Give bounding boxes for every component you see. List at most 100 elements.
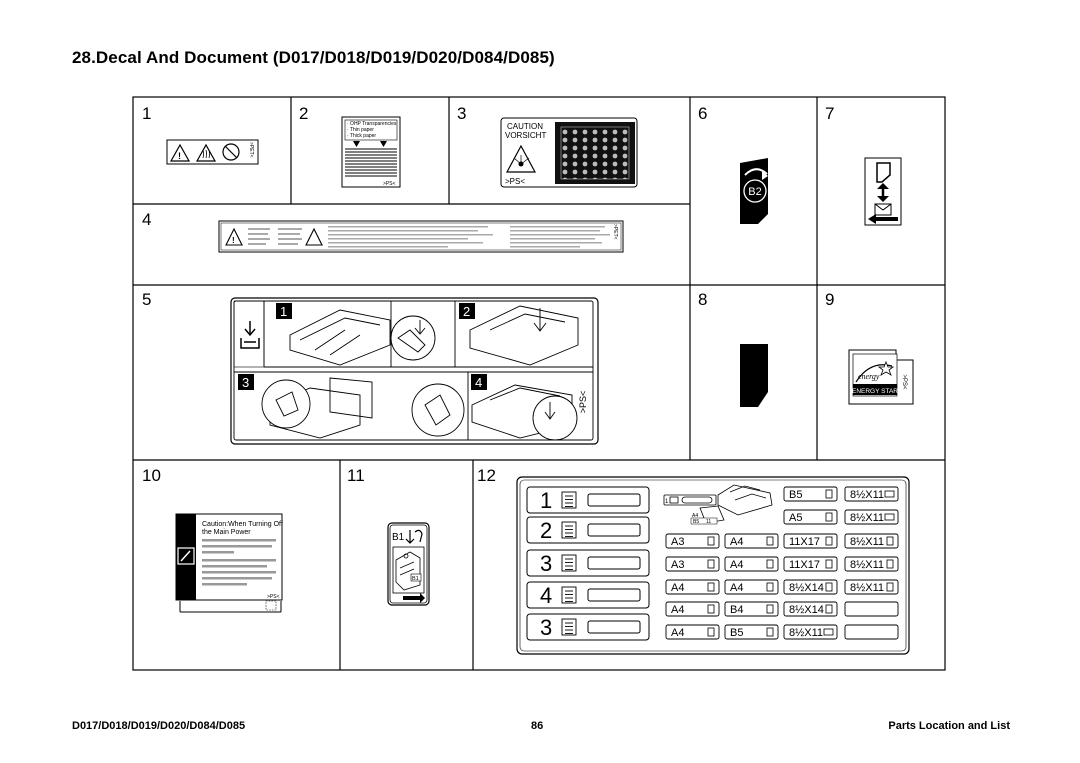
ps-mark: >PS< (267, 594, 280, 600)
paper-orientation-icon (886, 559, 894, 569)
paper-size-label: 11X17 (789, 536, 820, 548)
decal-10-line-1: Caution:When Turning Off (202, 521, 283, 528)
paper-size-label: 8½X11 (850, 582, 884, 594)
decal-8-black-tab (740, 344, 768, 407)
paper-size-cell: A5 (783, 509, 838, 525)
svg-text:!: ! (178, 151, 181, 161)
paper-size-label: 8½X11 (850, 559, 884, 571)
paper-size-label: A3 (671, 536, 684, 548)
mini-size-b5: B5 (693, 519, 699, 525)
tray-icon (561, 491, 577, 509)
tray-row: 4 (526, 581, 650, 609)
cell-number-8: 8 (698, 290, 707, 309)
paper-size-cell: A4 (665, 624, 720, 640)
tray-row: 2 (526, 516, 650, 544)
decal-10-main-power-caution: Caution:When Turning Off the Main Power … (175, 513, 283, 613)
ps-mark: >PS< (901, 374, 907, 390)
b2-label: B2 (748, 186, 761, 198)
paper-size-cell: 8½X14 (783, 601, 838, 617)
step-4-number: 4 (475, 375, 482, 390)
pet-mark: >PET< (612, 224, 618, 240)
paper-size-cell (844, 601, 899, 617)
paper-size-cell: 8½X11 (844, 579, 899, 595)
cell-number-7: 7 (825, 104, 834, 123)
decal-7-envelope-label (864, 157, 902, 226)
paper-size-cell: 11X17 (783, 556, 838, 572)
grid-frame (132, 96, 946, 671)
paper-size-cell: A4 (665, 601, 720, 617)
warning-triangle-icon (169, 143, 191, 162)
paper-size-cell: 8½X14 (783, 579, 838, 595)
paper-size-cell: A4 (724, 579, 779, 595)
lever-icon (405, 529, 423, 544)
size-slot (587, 556, 641, 570)
mini-tray-diagram (663, 484, 773, 524)
right-arrow-icon (403, 593, 425, 603)
paper-size-cell: B5 (783, 486, 838, 502)
paper-size-cell: A4 (665, 579, 720, 595)
paper-size-label: A4 (671, 627, 684, 639)
paper-size-label: A4 (730, 559, 743, 571)
decal-11-b1-label: B1 B1 (387, 522, 430, 606)
tray-row: 1 (526, 486, 650, 514)
paper-orientation-icon (766, 536, 774, 546)
paper-size-cell: B5 (724, 624, 779, 640)
decal-2-line-3: · Thick paper (347, 133, 376, 139)
cell-number-11: 11 (347, 466, 365, 485)
step-4-illustration (471, 384, 578, 441)
paper-orientation-icon (766, 559, 774, 569)
paper-size-cell: 11X17 (783, 533, 838, 549)
paper-orientation-icon (884, 513, 895, 521)
size-slot (587, 493, 641, 507)
cell-number-9: 9 (825, 290, 834, 309)
cell-number-6: 6 (698, 104, 707, 123)
step-1-illustration (289, 309, 436, 366)
cell-number-3: 3 (457, 104, 466, 123)
step-3-number: 3 (242, 375, 249, 390)
decal-10-line-2: the Main Power (202, 529, 251, 536)
cell-number-5: 5 (142, 290, 151, 309)
tray-number: 1 (540, 488, 552, 513)
paper-size-cell (844, 624, 899, 640)
footer-section: Parts Location and List (888, 720, 1010, 732)
up-down-arrow-icon (877, 183, 889, 202)
paper-orientation-icon (884, 490, 895, 498)
decal-2-line-1: · OHP Transparencies (347, 121, 397, 127)
paper-icon (876, 162, 891, 183)
decal-6-b2-label: B2 (740, 158, 768, 224)
decal-1-warning-label: ! >PET< (166, 139, 259, 165)
paper-size-label: 8½X14 (789, 582, 824, 594)
mini-size-a4: A4 (692, 513, 698, 519)
pet-mark: >PET< (248, 142, 254, 158)
paper-size-cell: A3 (665, 533, 720, 549)
paper-orientation-icon (825, 582, 833, 592)
paper-orientation-icon (707, 536, 715, 546)
paper-orientation-icon (825, 512, 833, 522)
ps-mark: >PS< (383, 181, 396, 187)
paper-size-cell: A4 (724, 533, 779, 549)
paper-orientation-icon (825, 489, 833, 499)
paper-size-cell: 8½X11 (844, 556, 899, 572)
step-2-illustration (469, 305, 579, 366)
paper-orientation-icon (825, 536, 833, 546)
paper-size-cell: B4 (724, 601, 779, 617)
paper-size-cell: 8½X11 (783, 624, 838, 640)
left-arrow-icon (868, 214, 898, 224)
svg-text:!: ! (232, 236, 235, 245)
step-badge (276, 303, 292, 319)
tray-icon (561, 554, 577, 572)
b1-inner-label: B1 (412, 576, 419, 582)
tray-number: 4 (540, 583, 552, 608)
paper-orientation-icon (707, 627, 715, 637)
paper-size-label: A4 (671, 604, 684, 616)
mini-tray-number: 1 (665, 499, 669, 505)
step-1-number: 1 (280, 304, 287, 319)
paper-size-label: 8½X11 (850, 489, 884, 501)
paper-size-cell: A3 (665, 556, 720, 572)
paper-orientation-icon (766, 582, 774, 592)
paper-size-cell: A4 (724, 556, 779, 572)
paper-size-label: 8½X11 (850, 512, 884, 524)
page-title: 28.Decal And Document (D017/D018/D019/D0… (72, 48, 555, 67)
decal-9-energy-star-label: energy ENERGY STAR >PS< (848, 349, 914, 405)
